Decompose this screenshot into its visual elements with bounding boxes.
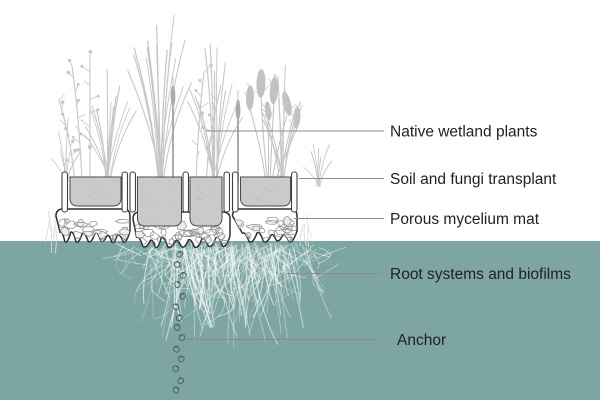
frame-slat — [182, 171, 190, 213]
soil-block — [69, 176, 122, 207]
anchor-chain — [172, 251, 187, 394]
frame-slat — [231, 171, 239, 213]
label-porous-mycelium-mat: Porous mycelium mat — [390, 211, 540, 228]
soil-block — [240, 176, 291, 207]
label-root-systems-and-biofilms: Root systems and biofilms — [390, 266, 571, 283]
frame-slat — [129, 171, 137, 213]
label-soil-and-fungi-transplant: Soil and fungi transplant — [390, 171, 557, 188]
label-anchor: Anchor — [397, 332, 446, 349]
soil-block — [137, 176, 182, 227]
root-systems-illustration — [44, 211, 346, 348]
water-surface — [0, 241, 600, 400]
wetland-plants-illustration — [51, 14, 333, 187]
soil-block — [189, 176, 223, 227]
callout-labels: Native wetland plants Soil and fungi tra… — [185, 124, 571, 349]
frame-slat — [61, 171, 69, 213]
mycelium-mats — [55, 208, 298, 249]
frame-slat — [121, 171, 129, 213]
soil-blocks — [69, 176, 291, 227]
soil-texture — [87, 179, 284, 222]
label-native-wetland-plants: Native wetland plants — [390, 124, 538, 141]
float-frame-slats — [61, 171, 298, 213]
frame-slat — [223, 171, 231, 213]
frame-slat — [290, 171, 298, 213]
mycelium-mat — [55, 208, 131, 244]
